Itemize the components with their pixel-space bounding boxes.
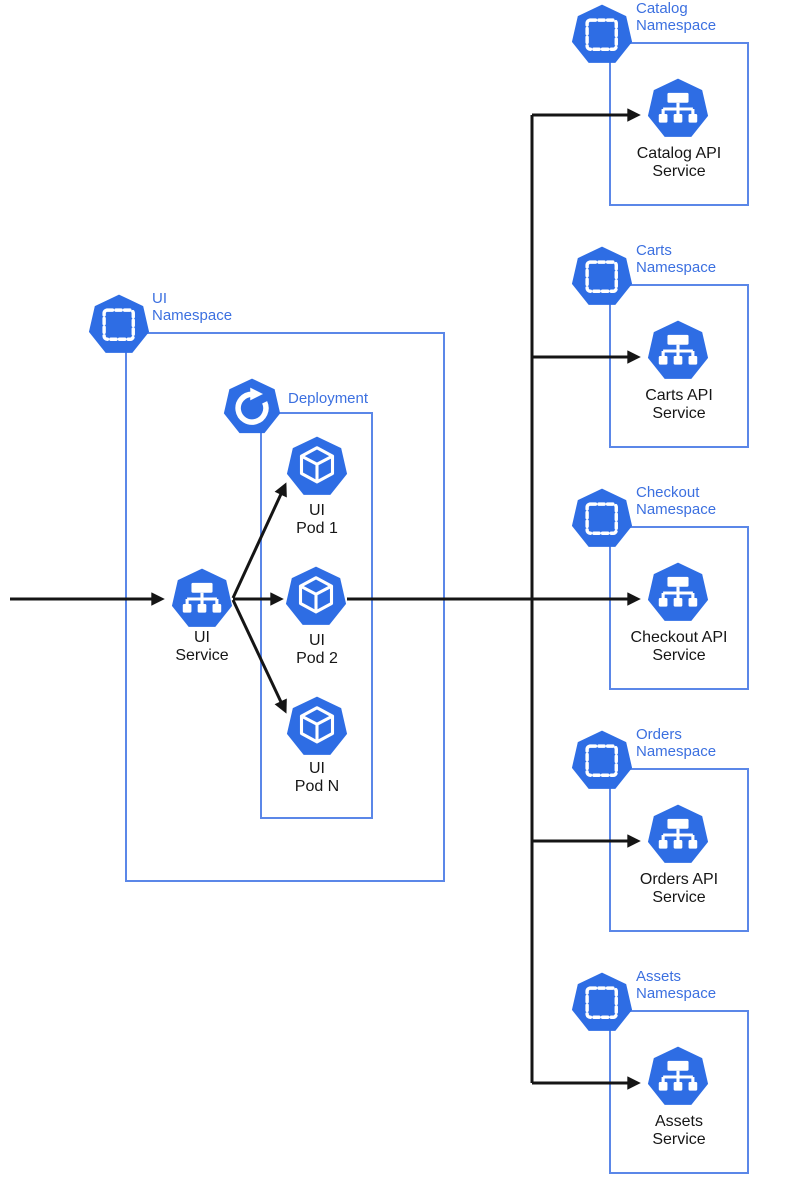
ui-service-label: UI Service (175, 629, 229, 664)
pod-icon (286, 436, 348, 498)
service-label: Assets Service (652, 1113, 706, 1148)
arrow-ui-service-to-pod-1 (231, 482, 287, 599)
namespace-icon (88, 294, 150, 356)
namespace-icon (571, 730, 633, 792)
ui-namespace-label: UI Namespace (152, 290, 233, 325)
namespace-box (609, 42, 749, 206)
namespace-box (609, 768, 749, 932)
pod-1-label: UI Pod 1 (296, 502, 338, 537)
service-icon (647, 1046, 709, 1108)
namespace-label: Orders Namespace (636, 726, 717, 761)
deployment-label: Deployment (288, 390, 369, 407)
deployment-icon (223, 378, 281, 436)
service-icon (647, 804, 709, 866)
namespace-group-assets: Assets Namespace Assets Service (560, 968, 800, 1178)
arrow-ui-service-to-pod-n (231, 599, 287, 714)
service-icon (171, 568, 233, 630)
service-label: Carts API Service (645, 387, 713, 422)
namespace-label: Catalog Namespace (636, 0, 717, 35)
namespace-box (609, 526, 749, 690)
pod-icon (285, 566, 347, 628)
service-icon (647, 320, 709, 382)
pod-icon (286, 696, 348, 758)
namespace-group-catalog: Catalog Namespace Catalog API Service (560, 0, 800, 212)
service-icon (647, 78, 709, 140)
namespace-group-orders: Orders Namespace Orders API Service (560, 726, 800, 938)
namespace-box (609, 1010, 749, 1174)
pod-n-label: UI Pod N (294, 760, 340, 795)
namespace-group-carts: Carts Namespace Carts API Service (560, 242, 800, 454)
service-label: Orders API Service (639, 871, 719, 906)
service-label: Catalog API Service (636, 145, 722, 180)
namespace-box (609, 284, 749, 448)
service-icon (647, 562, 709, 624)
namespace-group-checkout: Checkout Namespace Checkout API Service (560, 484, 800, 696)
deployment-box (260, 412, 373, 819)
namespace-label: Assets Namespace (636, 968, 717, 1003)
namespace-icon (571, 972, 633, 1034)
namespace-icon (571, 4, 633, 66)
namespace-icon (571, 488, 633, 550)
ui-namespace-box (125, 332, 445, 882)
pod-2-label: UI Pod 2 (296, 632, 338, 667)
namespace-label: Carts Namespace (636, 242, 717, 277)
namespace-label: Checkout Namespace (636, 484, 717, 519)
service-label: Checkout API Service (630, 629, 728, 664)
namespace-icon (571, 246, 633, 308)
